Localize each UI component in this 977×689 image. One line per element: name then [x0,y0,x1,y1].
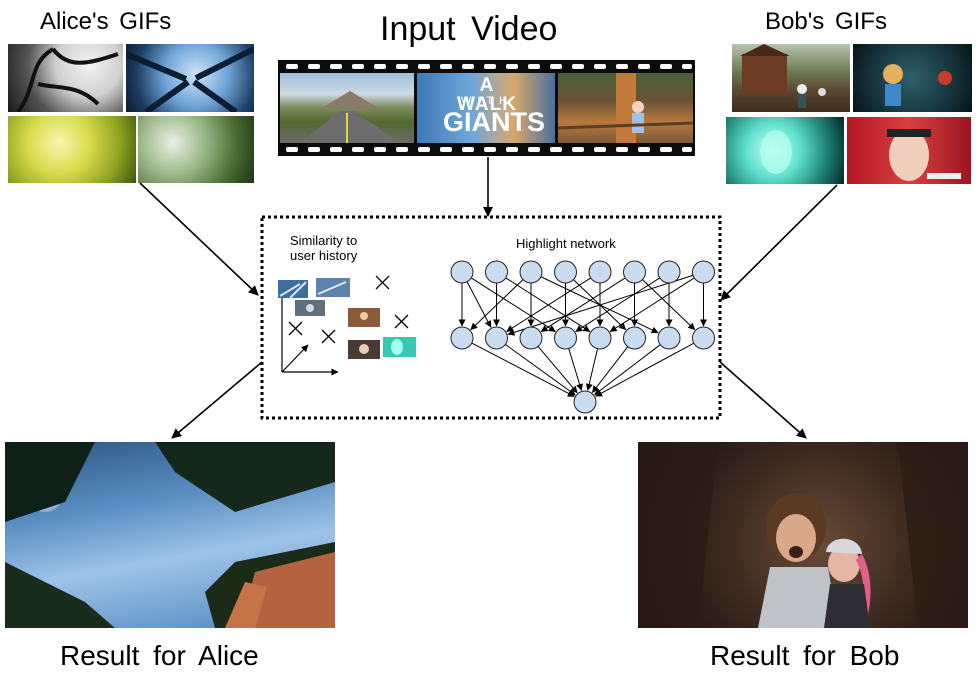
network-edge-output [585,348,598,391]
network-node-layer1-5 [588,260,612,284]
network-node-layer1-7 [657,260,681,284]
video-frame-bridge [558,73,693,143]
input-video-title: Input Video [380,10,558,48]
bob-gif-cartoon-scene[interactable] [853,44,972,112]
similarity-cross-2 [288,321,303,336]
video-frame-title-card: A WALK WITH GIANTS [417,73,555,143]
network-node-layer1-6 [623,260,646,284]
network-node-layer1-8 [692,260,715,284]
network-edge-output [594,344,661,396]
alice-gif-bw-branches[interactable] [8,44,123,112]
bob-gif-farm-scene[interactable] [732,44,850,112]
network-edge [470,279,524,331]
bob-gif-teal-portrait[interactable] [726,117,844,184]
similarity-cross-1 [375,275,390,290]
bob-result-image[interactable] [638,442,968,628]
similarity-label-line1: Similarity to [290,233,358,248]
network-node-layer1-3 [519,260,543,284]
arrow-model-to-bob-result [719,361,807,439]
video-frame-road [280,73,414,143]
network-edge [642,279,696,331]
input-video-filmstrip[interactable]: A WALK WITH GIANTS [278,60,695,156]
similarity-cross-3 [321,329,336,344]
alice-gif-green-leaves[interactable] [138,116,254,183]
arrow-bob-to-model [720,184,838,301]
bob-gifs-title: Bob's GIFs [765,8,887,35]
arrow-alice-to-model [139,182,259,296]
network-edge [506,277,591,332]
alice-result-label: Result for Alice [60,640,259,671]
network-edge-output [595,342,695,397]
bob-gif-red-portrait[interactable] [847,117,971,184]
network-edge-output [568,348,583,391]
title-card-line1: A WALK [457,75,517,115]
alice-gif-yellow-leaves[interactable] [8,116,136,183]
network-edge [471,277,556,332]
similarity-axes [278,285,339,376]
network-node-layer2-7 [657,326,681,350]
network-edge [540,277,626,332]
network-edge [575,277,660,332]
network-node-layer2-2 [485,326,508,350]
network-node-layer2-4 [554,326,577,350]
filmstrip-holes [286,64,692,152]
network-edge [609,277,695,332]
network-node-layer1-4 [554,260,577,284]
arrow-model-to-alice-result [171,361,263,439]
network-node-layer1-2 [485,260,508,284]
network-node-layer1-1 [450,260,474,284]
similarity-label: Similarity to user history [290,233,357,263]
title-card-line2: WITH [460,95,514,107]
similarity-cross-4 [394,314,409,329]
network-node-layer3-1 [573,390,597,414]
network-edge [466,281,492,328]
network-edge-output [591,346,629,393]
network-node-layer2-5 [588,326,612,350]
bob-result-label: Result for Bob [710,640,900,671]
alice-gifs-title: Alice's GIFs [40,8,172,35]
network-edge-output [471,342,575,397]
network-node-layer2-6 [623,326,646,350]
network-node-layer2-8 [692,326,715,350]
similarity-thumbnails [278,278,416,359]
network-edges [458,274,707,397]
alice-gif-sky-treetops[interactable] [126,44,254,112]
network-nodes [450,260,715,414]
network-edge-output [537,346,578,394]
network-label: Highlight network [516,236,616,251]
model-box [260,215,722,420]
network-node-layer2-3 [519,326,543,350]
title-card-line3: GIANTS [443,107,546,137]
similarity-label-line2: user history [290,248,358,263]
network-node-layer2-1 [450,326,474,350]
network-edge-output [505,344,576,396]
alice-result-image[interactable] [5,442,335,628]
network-edge [540,276,659,334]
